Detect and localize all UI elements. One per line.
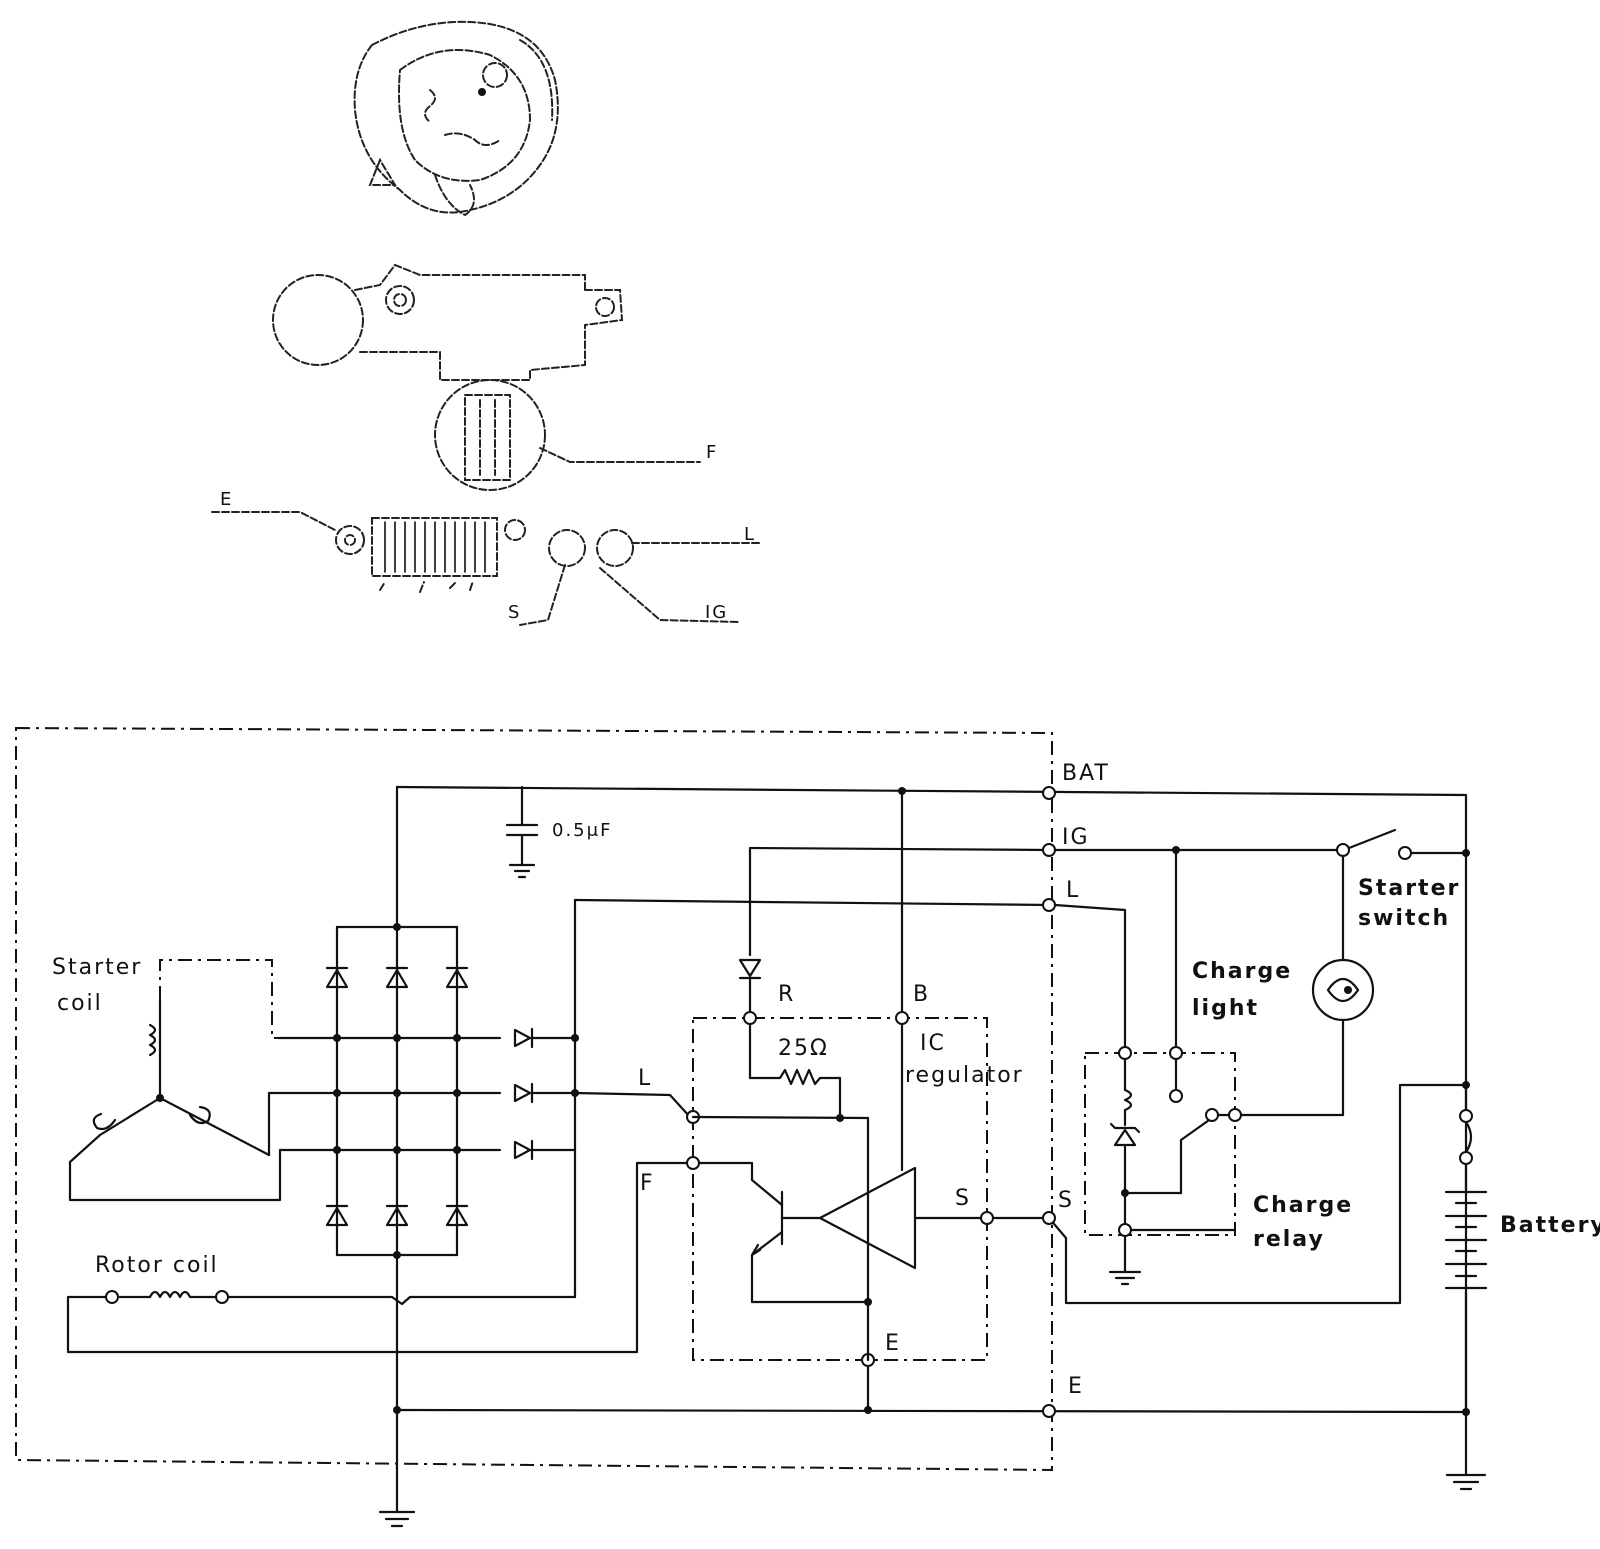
regulator-title-1: IC: [920, 1031, 946, 1056]
starter-switch-label-1: Starter: [1358, 876, 1460, 901]
regulator-label-e: E: [885, 1331, 901, 1356]
illustration-label-l: L: [744, 524, 756, 545]
terminal-e: [1042, 1404, 1056, 1418]
terminal-l: [1042, 898, 1056, 912]
starter-switch-contact-a: [1336, 843, 1350, 857]
illustration-label-s: S: [508, 602, 521, 623]
starter-switch-blade: [1347, 828, 1397, 850]
terminal-label-bat: BAT: [1062, 761, 1110, 786]
capacitor: [505, 785, 539, 879]
regulator-label-r: R: [778, 982, 795, 1007]
regulator-label-b: B: [913, 982, 930, 1007]
illustration-label-ig: IG: [705, 602, 728, 623]
terminal-label-e: E: [1068, 1374, 1084, 1399]
regulator-label-s: S: [955, 1186, 971, 1211]
terminal-label-ig: IG: [1062, 825, 1090, 850]
regulator-label-l: L: [638, 1066, 652, 1091]
starter-switch-contact-b: [1398, 846, 1412, 860]
ic-regulator-drawing: [211, 263, 761, 626]
regulator-label-resistor: 25Ω: [778, 1036, 829, 1061]
charge-light-label-1: Charge: [1192, 959, 1292, 984]
trio-diodes: [513, 1027, 577, 1161]
alternator-illustration: F E L S IG: [211, 20, 761, 626]
alternator-housing-boundary: [15, 726, 1053, 1472]
regulator-pin-f: [686, 1156, 700, 1170]
terminal-bat: [1042, 786, 1056, 800]
regulator-label-f: F: [640, 1171, 655, 1196]
relay-coil-symbol: [1123, 1088, 1133, 1127]
starter-switch-label-2: switch: [1358, 906, 1450, 931]
regulator-title-2: regulator: [905, 1063, 1024, 1088]
ground-symbol-rectifier: [378, 1510, 416, 1528]
capacitor-value: 0.5μF: [552, 820, 612, 841]
terminal-s: [1042, 1211, 1056, 1225]
terminal-label-s: S: [1058, 1188, 1074, 1213]
rotor-coil-label: Rotor coil: [95, 1253, 219, 1278]
illustration-label-f: F: [706, 442, 718, 463]
regulator-pin-r: [743, 1011, 757, 1025]
regulator-pin-b: [895, 1011, 909, 1025]
ic-regulator-boundary: [692, 1017, 988, 1361]
rotor-coil: [66, 1161, 692, 1354]
stator-coil: [68, 959, 297, 1202]
battery-symbol: [1444, 1190, 1488, 1290]
terminal-label-l: L: [1066, 878, 1080, 903]
ground-symbol-battery: [1445, 1473, 1487, 1491]
starter-coil-label-2: coil: [57, 991, 103, 1016]
charge-light-lamp: [1311, 958, 1375, 1022]
terminal-ig: [1042, 843, 1056, 857]
alternator-body-drawing: [353, 20, 559, 217]
starter-coil-label-1: Starter: [52, 955, 142, 980]
illustration-label-e: E: [220, 489, 233, 510]
charge-relay-label-1: Charge: [1253, 1193, 1353, 1218]
charge-relay-boundary: [1084, 1052, 1236, 1236]
charge-light-label-2: light: [1192, 996, 1259, 1021]
regulator-pin-s: [980, 1211, 994, 1225]
fusible-link: [1459, 1083, 1473, 1192]
battery-label: Battery: [1500, 1213, 1600, 1238]
charge-relay-label-2: relay: [1253, 1227, 1325, 1252]
transistor-symbol: [697, 1161, 870, 1304]
alternator-schematic: 0.5μF: [15, 726, 1600, 1528]
